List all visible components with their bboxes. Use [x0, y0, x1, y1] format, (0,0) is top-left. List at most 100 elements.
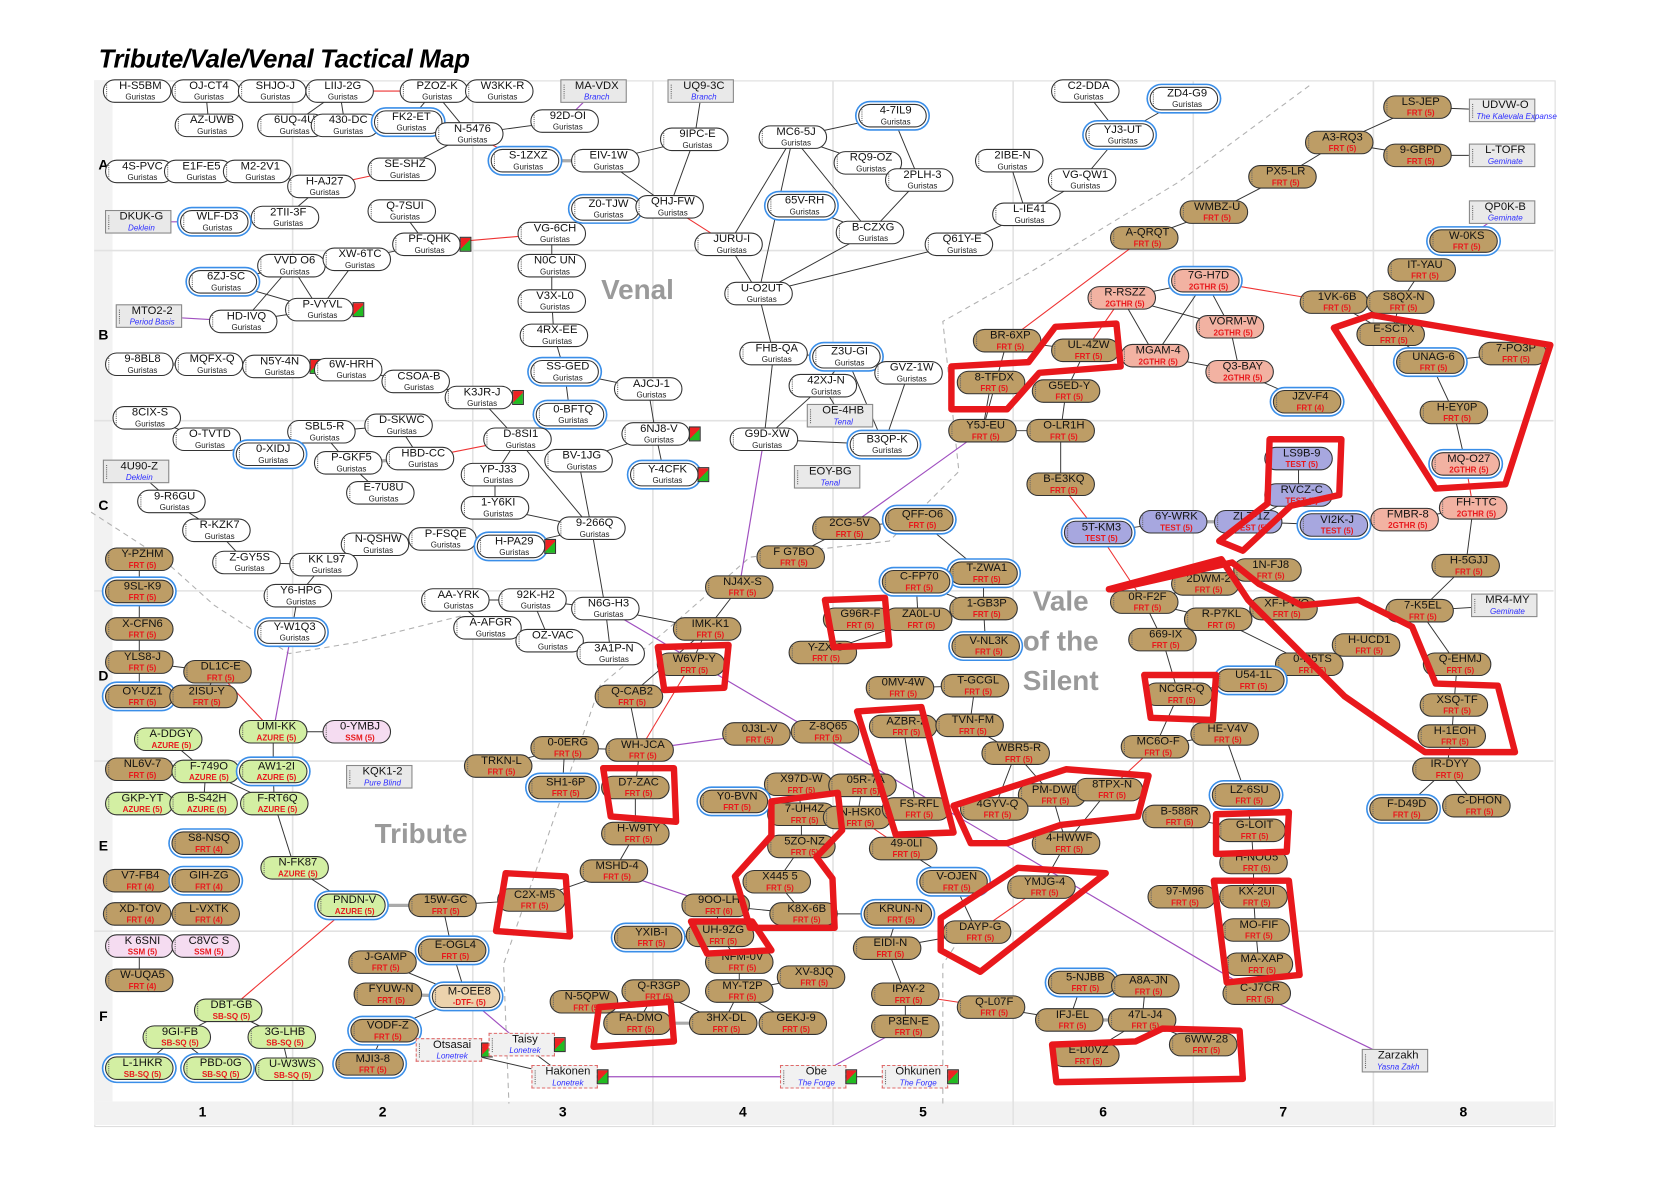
system-node[interactable]: D-SKWCGuristas	[364, 413, 433, 438]
system-node[interactable]: WMBZ-UFRT (5)	[1179, 200, 1249, 224]
system-node[interactable]: W-UQA5FRT (4)	[104, 968, 174, 993]
system-node[interactable]: Z3U-GIGuristas	[812, 344, 881, 369]
system-node[interactable]: G9D-XWGuristas	[729, 427, 799, 452]
system-node[interactable]: LZ-6SUFRT (5)	[1211, 783, 1281, 807]
system-node[interactable]: RQ9-OZGuristas	[833, 151, 903, 175]
system-node[interactable]: 9SL-K9FRT (5)	[104, 579, 174, 604]
system-node[interactable]: HE-V4VFRT (5)	[1190, 722, 1259, 746]
system-node[interactable]: E-7U8UGuristas	[346, 481, 415, 505]
system-node[interactable]: 65V-RHGuristas	[767, 193, 836, 218]
system-node[interactable]: E-OGL4FRT (5)	[417, 938, 487, 963]
system-node[interactable]: YMJG-4FRT (5)	[1007, 875, 1076, 899]
system-node[interactable]: 9-GBPDFRT (5)	[1383, 143, 1452, 168]
system-node[interactable]: 92K-H2Guristas	[498, 588, 567, 612]
system-node[interactable]: P-FSQEGuristas	[408, 527, 477, 551]
system-node[interactable]: V3X-L0Guristas	[517, 289, 587, 313]
system-node[interactable]: W3KK-RGuristas	[464, 79, 534, 103]
system-node[interactable]: 2ISU-YFRT (5)	[169, 684, 238, 709]
system-node[interactable]: G96R-FFRT (5)	[822, 607, 892, 632]
system-node[interactable]: WH-JCAFRT (5)	[605, 738, 674, 762]
system-node[interactable]: 0-0ERGFRT (5)	[530, 736, 599, 760]
system-node[interactable]: LS-JEPFRT (5)	[1383, 95, 1452, 119]
system-node[interactable]: BV-1JGGuristas	[544, 448, 613, 473]
region-gate-box[interactable]: EOY-BGTenal	[793, 464, 861, 489]
system-node[interactable]: 8-TFDXFRT (5)	[956, 370, 1026, 395]
system-node[interactable]: U54-1LFRT (5)	[1216, 668, 1285, 693]
system-node[interactable]: VVD O6Guristas	[257, 253, 326, 278]
system-node[interactable]: KRUN-NFRT (5)	[863, 902, 933, 926]
region-gate-box[interactable]: MA-VDXBranch	[560, 79, 627, 103]
system-node[interactable]: X-CFN6FRT (5)	[104, 617, 174, 641]
system-node[interactable]: 0J3L-VFRT (5)	[722, 722, 791, 746]
system-node[interactable]: K3JR-JGuristas	[444, 385, 524, 410]
system-node[interactable]: QFF-O6FRT (5)	[884, 507, 954, 532]
system-node[interactable]: AZ-UWBGuristas	[174, 113, 244, 138]
system-node[interactable]: B-E3KQFRT (5)	[1026, 472, 1095, 497]
system-node[interactable]: MY-T2PFRT (5)	[704, 979, 774, 1003]
system-node[interactable]: C8VC SSSM (5)	[171, 934, 240, 958]
system-node[interactable]: 2TII-3FGuristas	[250, 205, 320, 230]
system-node[interactable]: IMK-K1FRT (5)	[672, 617, 742, 641]
system-node[interactable]: 1-Y6KIGuristas	[460, 496, 530, 520]
system-node[interactable]: PX5-LRFRT (5)	[1248, 164, 1317, 189]
system-node[interactable]: H-W9TYFRT (5)	[601, 821, 670, 846]
system-node[interactable]: QHJ-FWGuristas	[635, 194, 704, 219]
system-node[interactable]: VG-6CHGuristas	[517, 221, 587, 246]
system-node[interactable]: 0MV-4WFRT (5)	[865, 676, 935, 700]
system-node[interactable]: A-AFGRGuristas	[453, 616, 522, 640]
system-node[interactable]: IT-YAUFRT (5)	[1387, 258, 1457, 282]
system-node[interactable]: N-5476Guristas	[434, 122, 504, 146]
system-node[interactable]: DAYP-GFRT (5)	[942, 920, 1012, 944]
system-node[interactable]: E1F-E5Guristas	[163, 159, 233, 184]
system-node[interactable]: F-D49DFRT (5)	[1369, 797, 1438, 821]
region-gate-box[interactable]: DKUK-GDeklein	[104, 209, 172, 234]
system-node[interactable]: N0C UNGuristas	[517, 253, 587, 278]
system-node[interactable]: IFJ-ELFRT (5)	[1034, 1008, 1104, 1032]
system-node[interactable]: N-5QPWFRT (5)	[549, 989, 619, 1014]
system-node[interactable]: H-EY0PFRT (5)	[1419, 400, 1489, 425]
system-node[interactable]: O-TVTDGuristas	[172, 427, 242, 452]
system-node[interactable]: U-O2UTGuristas	[724, 281, 793, 306]
system-node[interactable]: HD-IVQGuristas	[208, 309, 278, 334]
system-node[interactable]: N-QSHWGuristas	[340, 532, 410, 557]
system-node[interactable]: B-CZXGGuristas	[835, 220, 905, 245]
system-node[interactable]: D-8SI1Guristas	[483, 427, 552, 452]
system-node[interactable]: NJ4X-SFRT (5)	[704, 575, 774, 599]
system-node[interactable]: C-DHONFRT (5)	[1442, 793, 1511, 818]
system-node[interactable]: AA-YRKGuristas	[421, 588, 490, 612]
system-node[interactable]: 9-8BL8Guristas	[104, 352, 174, 377]
system-node[interactable]: OJ-CT4Guristas	[171, 79, 240, 103]
system-node[interactable]: 0R-F2FFRT (5)	[1109, 590, 1179, 614]
system-node[interactable]: 6NJ8-VGuristas	[621, 422, 701, 446]
system-node[interactable]: Y-PZHMFRT (5)	[104, 547, 174, 572]
region-gate-box[interactable]: 4U90-ZDeklein	[102, 459, 170, 484]
system-node[interactable]: WLF-D3Guristas	[179, 209, 249, 234]
system-node[interactable]: Y0-BVNFRT (5)	[699, 789, 769, 814]
system-node[interactable]: PNDN-VAZURE (5)	[317, 893, 386, 918]
region-gate-box[interactable]: QP0K-BGeminate	[1468, 200, 1536, 224]
system-node[interactable]: Q-L07FFRT (5)	[956, 995, 1026, 1019]
system-node[interactable]: S8-NSQFRT (4)	[171, 831, 240, 855]
system-node[interactable]: FS-RFLFRT (5)	[881, 797, 951, 821]
system-node[interactable]: Q3-BAY2GTHR (5)	[1205, 359, 1274, 384]
system-node[interactable]: MJI3-8FRT (5)	[335, 1052, 404, 1076]
system-node[interactable]: L-1HKRSB-SQ (5)	[104, 1056, 174, 1080]
system-node[interactable]: FMBR-82GTHR (5)	[1370, 507, 1439, 532]
system-node[interactable]: 47L-J4FRT (5)	[1107, 1008, 1177, 1032]
system-node[interactable]: K 6SNISSM (5)	[104, 934, 174, 958]
system-node[interactable]: N-FK87AZURE (5)	[260, 856, 329, 880]
system-node[interactable]: N6G-H3Guristas	[571, 596, 640, 621]
system-node[interactable]: V7-FB4FRT (4)	[102, 868, 172, 893]
system-node[interactable]: A-QRQTFRT (5)	[1109, 226, 1179, 250]
system-node[interactable]: YXIB-IFRT (5)	[613, 925, 683, 950]
region-gate-box[interactable]: ZarzakhYasna Zakh	[1361, 1048, 1429, 1073]
system-node[interactable]: ZLZ-1ZTEST (5)	[1213, 509, 1283, 534]
system-node[interactable]: AJCJ-1Guristas	[613, 377, 683, 401]
system-node[interactable]: JZV-F4FRT (4)	[1272, 389, 1342, 414]
system-node[interactable]: YP-J33Guristas	[460, 462, 530, 487]
system-node[interactable]: VODF-ZFRT (5)	[350, 1018, 419, 1043]
system-node[interactable]: EIV-1WGuristas	[571, 148, 640, 173]
system-node[interactable]: MC6-5JGuristas	[758, 125, 828, 149]
system-node[interactable]: 9GI-FBSB-SQ (5)	[142, 1025, 212, 1049]
system-node[interactable]: H-NOU5FRT (5)	[1219, 850, 1288, 875]
